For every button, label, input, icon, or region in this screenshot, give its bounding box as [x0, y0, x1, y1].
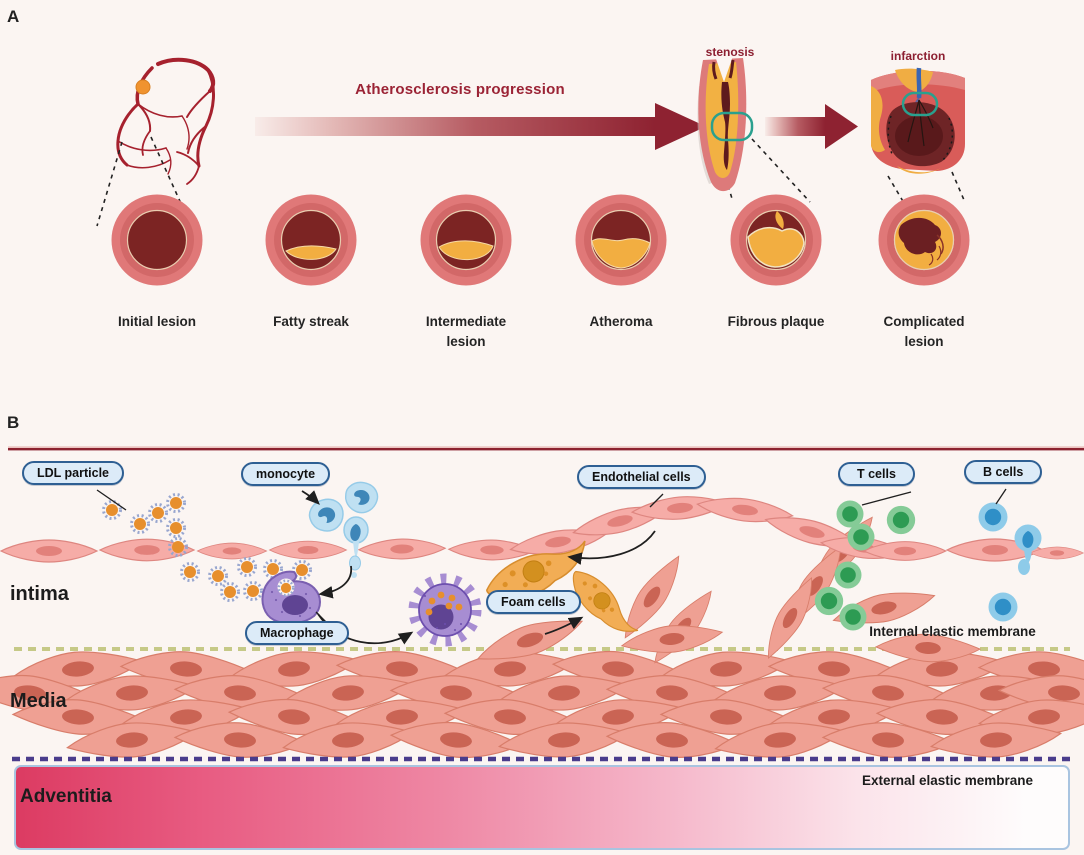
monocytes — [306, 478, 382, 578]
media-layer-label: Media — [10, 690, 67, 712]
macrophage-pill: Macrophage — [245, 621, 349, 645]
stage-label-atheroma: Atheroma — [589, 314, 653, 329]
stage-label-intermediate-lesion: Intermediate lesion — [425, 314, 507, 350]
infarction-tissue — [871, 67, 965, 174]
cross-section-initial-lesion — [110, 193, 204, 287]
transmigrating-monocyte — [343, 516, 369, 578]
endothelial-cells-pill: Endothelial cells — [577, 465, 706, 489]
cross-section-atheroma — [574, 193, 668, 287]
intima-layer-label: intima — [10, 583, 69, 605]
progression-arrow-2 — [765, 104, 858, 149]
heart-coronary-tree — [116, 57, 216, 185]
stage-label-fatty-streak: Fatty streak — [273, 314, 349, 329]
stage-label-complicated-lesion: Complicated lesion — [883, 314, 965, 350]
activated-macrophage-cell — [408, 573, 482, 647]
b-cells — [978, 502, 1042, 622]
ldl-particle-pill: LDL particle — [22, 461, 125, 485]
monocyte-pill: monocyte — [241, 462, 331, 486]
stenosis-highlight-box — [710, 111, 754, 142]
media-layer-cells — [0, 644, 1084, 765]
macrophage-cell — [261, 570, 321, 625]
transmigrating-b-cell — [1014, 524, 1042, 575]
stage-label-fibrous-plaque: Fibrous plaque — [727, 314, 825, 329]
stenosis-label: stenosis — [705, 45, 755, 59]
cross-section-complicated-lesion — [877, 193, 971, 287]
cross-section-fibrous-plaque — [729, 193, 823, 287]
panel-a-label: A — [7, 7, 20, 26]
progression-arrow — [255, 103, 706, 150]
infarction-highlight-box — [901, 91, 939, 117]
external-elastic-membrane-label: External elastic membrane — [861, 773, 1034, 788]
stage-label-initial-lesion: Initial lesion — [117, 314, 196, 329]
infarction-label: infarction — [890, 49, 946, 63]
adventitia-band — [14, 765, 1070, 850]
b-cells-pill: B cells — [964, 460, 1043, 484]
panel-b-top-accent — [8, 446, 1084, 448]
t-cells-pill: T cells — [838, 462, 915, 486]
progression-title: Atherosclerosis progression — [355, 81, 565, 98]
adventitia-layer-label: Adventitia — [20, 786, 112, 807]
stenosis-vessel — [697, 56, 754, 192]
zoom-connector-lines — [96, 136, 965, 229]
cross-section-fatty-streak — [264, 193, 358, 287]
panel-b-top-border — [8, 448, 1084, 451]
internal-elastic-membrane-label: Internal elastic membrane — [869, 624, 1036, 639]
initial-lesion-dot — [135, 79, 151, 95]
cross-section-intermediate-lesion — [419, 193, 513, 287]
foam-cells-pill: Foam cells — [486, 590, 581, 614]
panel-b-label: B — [7, 413, 20, 432]
endothelium-layer — [0, 492, 1084, 564]
